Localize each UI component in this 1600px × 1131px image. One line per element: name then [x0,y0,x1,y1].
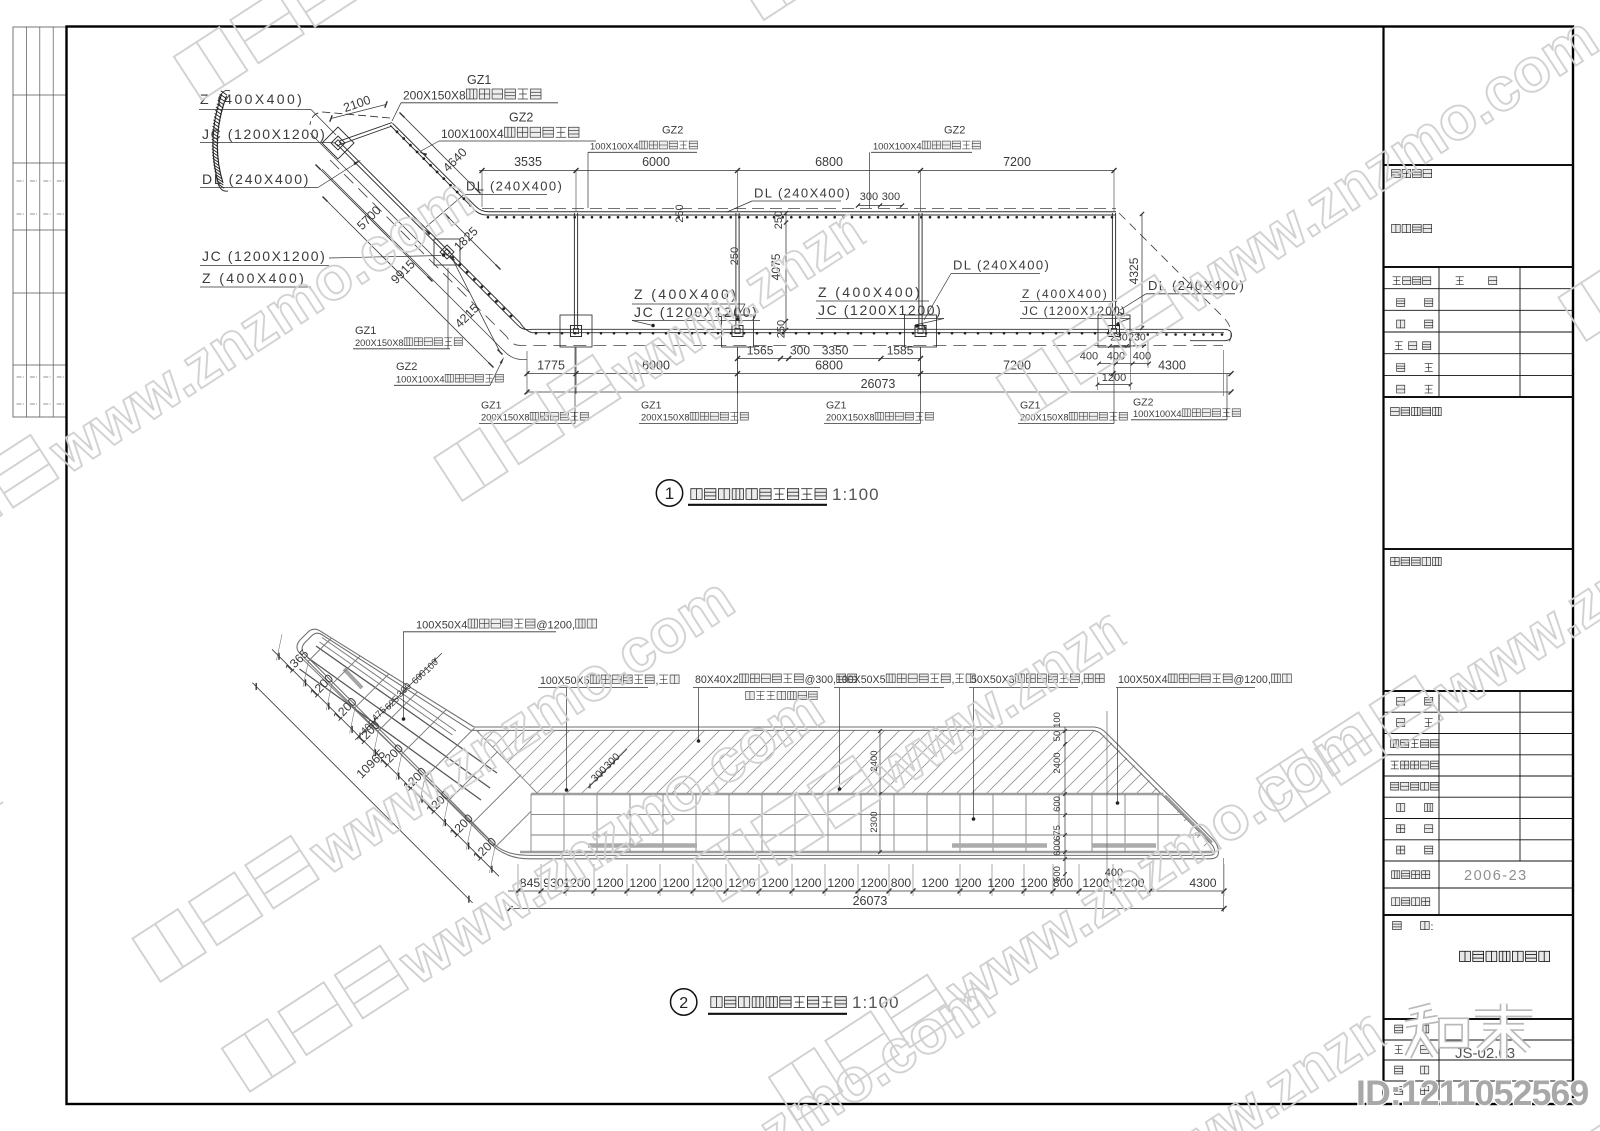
svg-text:ID:1211052569: ID:1211052569 [1356,1073,1588,1113]
